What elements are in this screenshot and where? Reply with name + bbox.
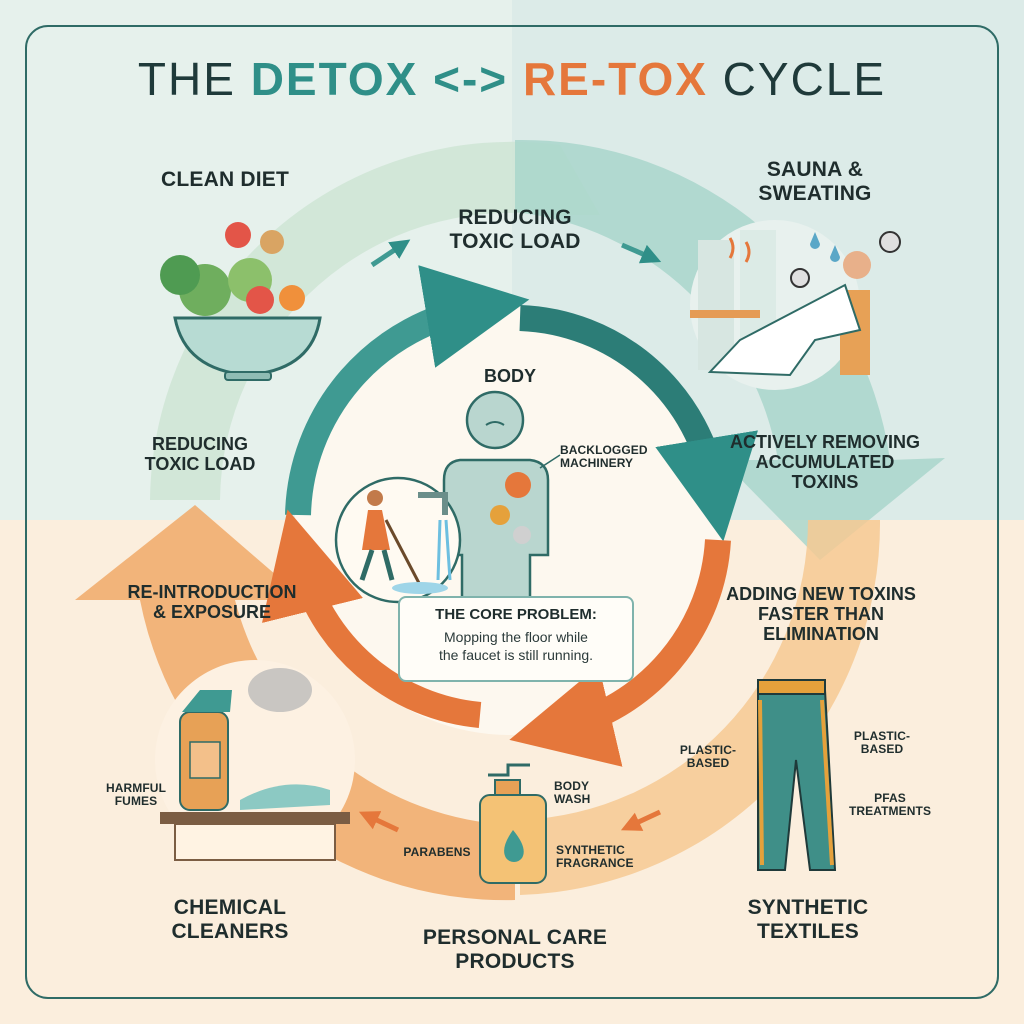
label-body: BODY: [483, 366, 536, 386]
mopping-faucet-icon: [334, 476, 462, 604]
ring-segment-bottom-left: [75, 505, 515, 901]
label-plastic-based-right: PLASTIC-BASED: [853, 729, 911, 757]
sauna-person-icon: [690, 220, 901, 390]
label-sauna-sweating: SAUNA &SWEATING: [758, 158, 872, 205]
arrow-reducing-to-sauna: [621, 242, 662, 264]
arrow-diet-to-reducing: [370, 239, 411, 268]
label-reintroduction-exposure: RE-INTRODUCTION& EXPOSURE: [127, 582, 297, 623]
label-plastic-based-left: PLASTIC-BASED: [679, 743, 737, 771]
lotion-bottle-icon: [479, 763, 547, 884]
arrow-textiles-to-personal: [620, 809, 662, 831]
inner-arrow-top-right: [519, 305, 758, 542]
body-figure-icon: [442, 390, 561, 602]
core-problem-box: THE CORE PROBLEM: Mopping the floor whil…: [398, 596, 634, 682]
leggings-icon: [757, 679, 837, 871]
arrow-personal-to-cleaners: [358, 811, 400, 833]
inner-arrow-top-left: [285, 265, 530, 516]
inner-arrow-bottom-left: [262, 509, 482, 728]
frame-border: [25, 25, 999, 999]
cleaner-spray-icon: [155, 660, 355, 861]
label-parabens: PARABENS: [403, 845, 471, 859]
salad-bowl-icon: [160, 222, 322, 381]
core-problem-heading: THE CORE PROBLEM:: [435, 606, 597, 623]
page-title: THE DETOX <-> RE-TOX CYCLE: [137, 53, 887, 105]
label-clean-diet: CLEAN DIET: [161, 168, 289, 191]
inner-arrow-bottom-right: [509, 539, 731, 767]
